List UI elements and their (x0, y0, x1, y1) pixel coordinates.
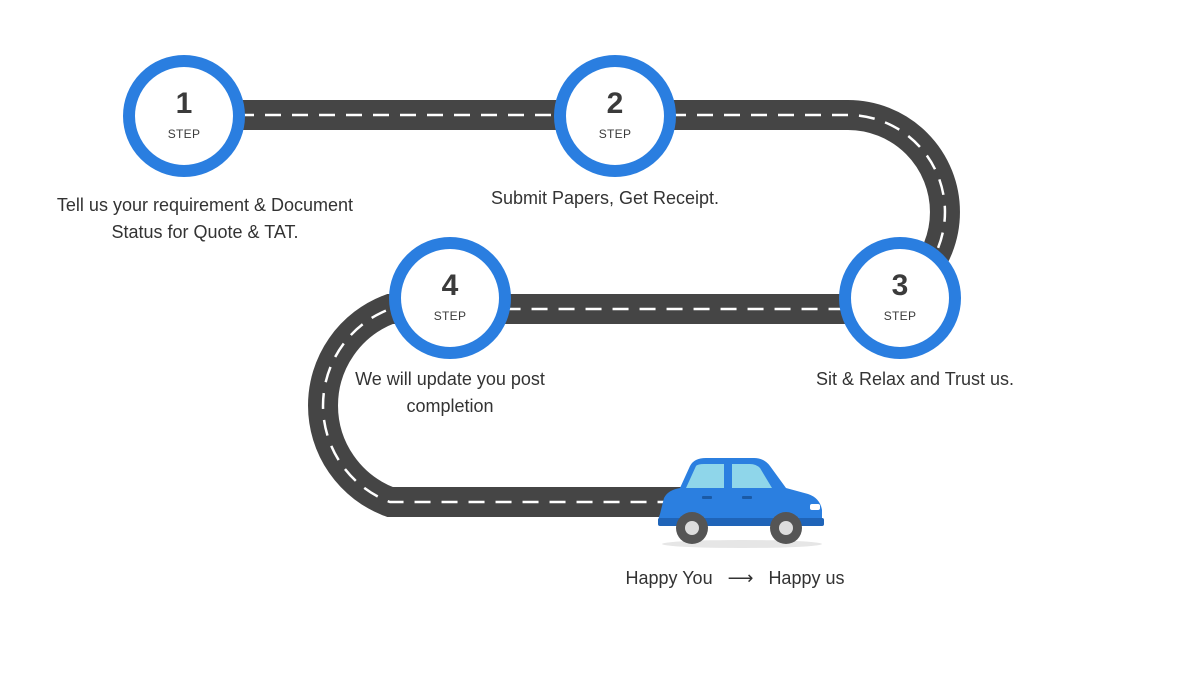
footer-tagline: Happy You ⟶ Happy us (560, 568, 910, 589)
step-4-caption: We will update you post completion (355, 369, 545, 416)
step-1-caption: Tell us your requirement & Document Stat… (56, 195, 354, 242)
step-4-marker: 4 STEP (389, 237, 511, 359)
footer-left: Happy You (625, 568, 713, 588)
step-4-number: 4 (441, 269, 459, 302)
step-3-number: 3 (891, 269, 909, 302)
step-3-caption: Sit & Relax and Trust us. (815, 369, 1015, 389)
step-2-marker: 2 STEP (554, 55, 676, 177)
footer-right: Happy us (768, 568, 845, 588)
car-icon (658, 458, 824, 548)
step-2-label: STEP (598, 127, 632, 141)
step-1-number: 1 (175, 87, 193, 120)
step-4-label: STEP (433, 309, 467, 323)
step-1-marker: 1 STEP (123, 55, 245, 177)
step-3-label: STEP (883, 309, 917, 323)
road-lane-markings (184, 113, 947, 504)
step-2-number: 2 (606, 87, 624, 120)
arrow-right-icon: ⟶ (727, 568, 754, 589)
step-1-label: STEP (167, 127, 201, 141)
step-2-caption: Submit Papers, Get Receipt. (490, 188, 720, 208)
step-3-marker: 3 STEP (839, 237, 961, 359)
